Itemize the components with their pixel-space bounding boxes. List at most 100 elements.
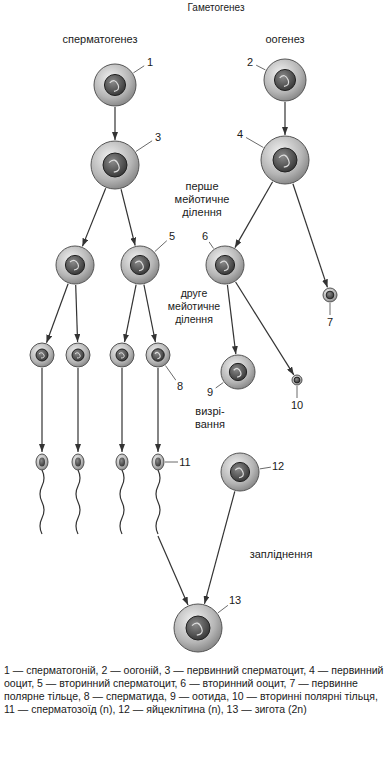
callout-number: 5 bbox=[168, 230, 176, 242]
stage-label: сперматогенез bbox=[50, 33, 150, 46]
cell-body bbox=[91, 141, 139, 189]
cell-body bbox=[292, 375, 302, 385]
chromosome bbox=[155, 352, 160, 358]
cell-drawing bbox=[220, 452, 260, 492]
leader-line bbox=[133, 65, 330, 613]
cell-circle: 3 bbox=[90, 140, 140, 190]
leader-line bbox=[155, 241, 167, 252]
division-arrow bbox=[42, 188, 136, 452]
unnumbered-spermatozoon bbox=[75, 458, 81, 467]
cell-circle: 9 bbox=[220, 354, 256, 390]
cell-body bbox=[94, 64, 136, 106]
callout-number: 13 bbox=[228, 594, 242, 606]
unnumbered-cell bbox=[36, 349, 48, 361]
callout-number: 10 bbox=[290, 399, 304, 411]
cell-circle: 4 bbox=[260, 135, 310, 185]
division-arrow bbox=[121, 368, 122, 452]
cell-drawing bbox=[220, 354, 256, 390]
nucleus bbox=[130, 255, 149, 274]
leader-line bbox=[216, 383, 224, 389]
unnumbered-cell bbox=[30, 343, 54, 367]
stage-label: оогенез bbox=[245, 33, 325, 46]
unnumbered-spermatozoon bbox=[116, 454, 128, 470]
unnumbered-cell bbox=[65, 255, 84, 274]
leader-line bbox=[246, 138, 263, 148]
cell-drawing bbox=[260, 135, 310, 185]
unnumbered-cell bbox=[116, 349, 128, 361]
unnumbered-spermatozoon bbox=[40, 470, 44, 534]
unnumbered-cell bbox=[75, 353, 80, 358]
leader-line bbox=[256, 65, 265, 70]
nucleus bbox=[215, 255, 234, 274]
cell-drawing bbox=[120, 245, 160, 285]
callout-number: 9 bbox=[206, 386, 214, 398]
nucleus bbox=[104, 74, 125, 95]
callout-number: 7 bbox=[326, 316, 334, 328]
leader-line bbox=[136, 141, 152, 152]
cell-drawing bbox=[93, 63, 137, 107]
unnumbered-cell bbox=[66, 343, 90, 367]
cell-body bbox=[323, 288, 337, 302]
unnumbered-spermatozoon bbox=[119, 458, 125, 467]
cell-drawing bbox=[263, 58, 307, 102]
chromosome bbox=[135, 261, 143, 271]
stage-label: перше мейотичне ділення bbox=[166, 180, 238, 219]
unnumbered-cell bbox=[119, 353, 124, 358]
division-arrow bbox=[204, 491, 234, 604]
nucleus bbox=[229, 363, 246, 380]
stage-label: визрі- вання bbox=[188, 405, 232, 431]
unnumbered-cell bbox=[110, 343, 134, 367]
cell-circle: 8 bbox=[145, 342, 171, 368]
leader-line bbox=[330, 303, 331, 315]
callout-number: 12 bbox=[271, 460, 285, 472]
division-arrow bbox=[157, 368, 158, 452]
division-arrow bbox=[227, 285, 235, 354]
cell-circle: 13 bbox=[173, 603, 223, 653]
unnumbered-cell bbox=[30, 246, 134, 367]
callout-number: 2 bbox=[246, 56, 254, 68]
leader-line bbox=[133, 66, 144, 73]
division-arrow bbox=[77, 368, 78, 452]
leader-line bbox=[260, 467, 271, 469]
nucleus bbox=[230, 462, 249, 481]
cell-drawing bbox=[291, 374, 303, 386]
cell-body bbox=[206, 246, 244, 284]
cell-drawing bbox=[322, 287, 338, 303]
figure-caption: 1 — сперматогоній, 2 — оогоній, 3 — перв… bbox=[4, 664, 388, 716]
nucleus bbox=[152, 349, 164, 361]
division-arrow bbox=[125, 285, 137, 343]
nucleus bbox=[155, 458, 161, 467]
cell-body bbox=[221, 355, 255, 389]
chromosome bbox=[235, 468, 243, 478]
division-arrow bbox=[158, 536, 188, 605]
nucleus bbox=[294, 377, 300, 383]
cell-body bbox=[174, 604, 222, 652]
cell-body bbox=[261, 136, 309, 184]
division-arrow bbox=[82, 188, 105, 246]
cell-circle: 6 bbox=[205, 245, 245, 285]
leader-line bbox=[165, 462, 178, 463]
callout-number: 11 bbox=[178, 456, 191, 468]
diagram-title: Гаметогенез bbox=[126, 1, 306, 14]
division-arrow bbox=[284, 102, 285, 135]
cell-body bbox=[264, 59, 306, 101]
unnumbered-spermatozoon bbox=[39, 458, 45, 467]
callout-number: 4 bbox=[236, 128, 244, 140]
chromosome bbox=[109, 160, 119, 172]
cell-body bbox=[221, 453, 259, 491]
division-arrow bbox=[235, 182, 273, 248]
unnumbered-cell bbox=[39, 353, 44, 358]
division-arrow bbox=[114, 107, 115, 140]
unnumbered-spermatozoon bbox=[36, 454, 48, 470]
leader-line bbox=[209, 242, 214, 249]
chromosome bbox=[110, 81, 119, 92]
callout-number: 3 bbox=[154, 131, 162, 143]
callout-number: 8 bbox=[176, 380, 184, 392]
cell-circle: 5 bbox=[120, 245, 160, 285]
division-arrow bbox=[121, 189, 135, 245]
callout-number: 1 bbox=[146, 56, 154, 68]
division-arrow bbox=[144, 285, 156, 343]
chromosome bbox=[220, 261, 228, 271]
